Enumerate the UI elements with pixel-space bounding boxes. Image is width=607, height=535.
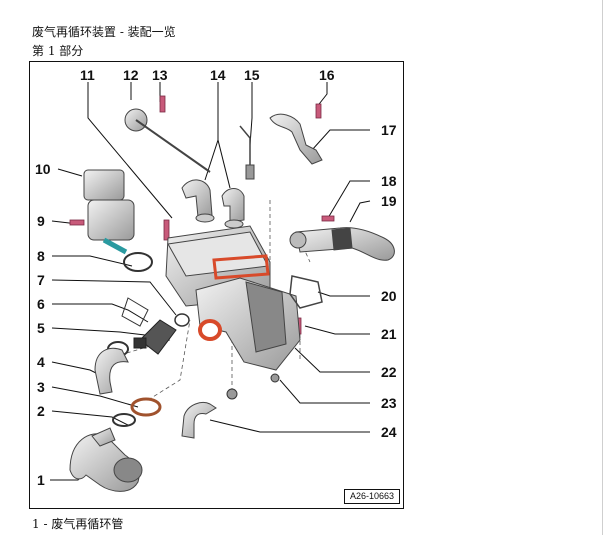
callout-16: 16 [319, 67, 335, 83]
callout-20: 20 [381, 288, 397, 304]
callout-18: 18 [381, 173, 397, 189]
egr-pipe-part [69, 427, 143, 492]
callout-21: 21 [381, 326, 397, 342]
callout-1: 1 [37, 472, 45, 488]
callout-3: 3 [37, 379, 45, 395]
callout-14: 14 [210, 67, 226, 83]
figure-reference-code: A26-10663 [344, 489, 400, 504]
connector-part [133, 319, 177, 355]
callout-11: 11 [80, 67, 95, 83]
callout-13: 13 [152, 67, 168, 83]
callout-2: 2 [37, 403, 45, 419]
legend-item-1: 1 - 废气再循环管 [32, 517, 124, 531]
callout-22: 22 [381, 364, 397, 380]
gasket-part [289, 275, 323, 309]
egr-valve-part [83, 169, 135, 255]
callout-7: 7 [37, 272, 45, 288]
coolant-pipe-part [181, 402, 217, 439]
elbow-pipes-part [181, 179, 245, 229]
small-fittings [226, 373, 280, 400]
callout-6: 6 [37, 296, 45, 312]
page-title: 废气再循环装置 - 装配一览 [32, 25, 176, 39]
callout-5: 5 [37, 320, 45, 336]
callout-8: 8 [37, 248, 45, 264]
page-edge-rule [602, 0, 603, 535]
callout-23: 23 [381, 395, 397, 411]
callout-12: 12 [123, 67, 139, 83]
sensor-part [239, 125, 255, 180]
callout-9: 9 [37, 213, 45, 229]
callout-24: 24 [381, 424, 397, 440]
figure-frame [29, 61, 404, 509]
hose-part [94, 347, 129, 395]
callout-15: 15 [244, 67, 260, 83]
callout-10: 10 [35, 161, 51, 177]
pipe-bracket-part [269, 113, 323, 165]
callout-labels: 1 2 3 4 5 6 7 8 9 10 11 12 13 14 15 16 1… [35, 67, 397, 488]
intake-pipe-part [289, 227, 395, 261]
section-label: 第 1 部分 [32, 44, 84, 58]
housing-part [195, 277, 301, 371]
actuator-part [124, 108, 211, 173]
callout-17: 17 [381, 122, 397, 138]
callout-19: 19 [381, 193, 397, 209]
clamp-parts [107, 252, 190, 427]
callout-4: 4 [37, 354, 45, 370]
